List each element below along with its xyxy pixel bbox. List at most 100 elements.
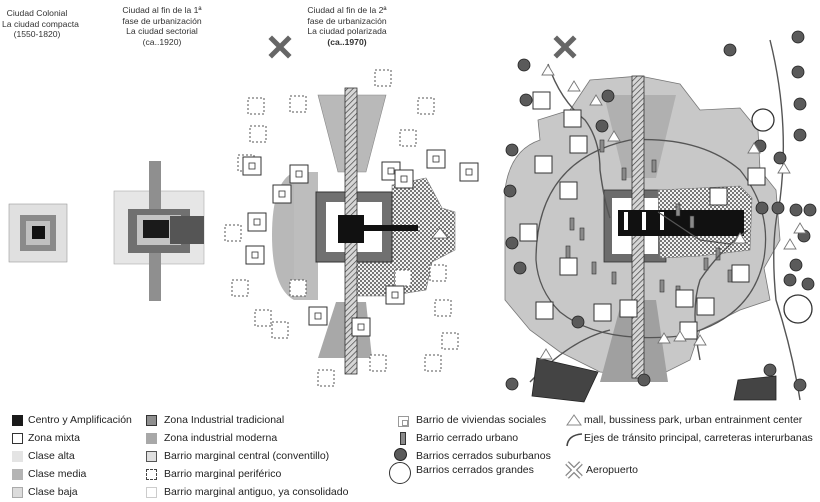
social-housing bbox=[696, 297, 715, 316]
legend-swatch-viviendas bbox=[398, 416, 409, 427]
airport-icon bbox=[553, 35, 577, 59]
caption-colonial-city: Ciudad Colonial La ciudad compacta (1550… bbox=[2, 8, 79, 40]
suburban-gated-community bbox=[763, 363, 777, 377]
social-housing-inner bbox=[251, 251, 259, 259]
mall-triangle bbox=[693, 334, 707, 346]
caption-line: fase de urbanización bbox=[122, 15, 202, 26]
mall-triangle bbox=[793, 222, 807, 234]
gated-urban-block bbox=[569, 217, 575, 231]
gated-urban-block bbox=[651, 159, 657, 173]
mall-triangle bbox=[777, 162, 791, 174]
gated-urban-block bbox=[565, 245, 571, 259]
legend-swatch-cerrado-urbano bbox=[400, 432, 406, 445]
legend-swatch-mall bbox=[566, 414, 582, 426]
mall-triangle bbox=[747, 142, 761, 154]
social-housing bbox=[535, 301, 554, 320]
social-housing bbox=[532, 91, 551, 110]
peripheral-slum bbox=[417, 97, 435, 115]
legend-label: Aeropuerto bbox=[586, 464, 638, 476]
legend-swatch-ejes bbox=[566, 433, 583, 447]
mall-triangle bbox=[657, 332, 671, 344]
legend-label: Clase media bbox=[28, 468, 87, 480]
legend-label: Barrio de viviendas sociales bbox=[416, 414, 547, 426]
suburban-gated-community bbox=[505, 377, 519, 391]
peripheral-slum bbox=[399, 129, 417, 147]
caption-line: La ciudad polarizada bbox=[307, 26, 387, 37]
social-housing bbox=[519, 223, 538, 242]
social-housing-inner bbox=[314, 312, 322, 320]
diagram-polarized-city bbox=[224, 35, 479, 387]
caption-line: La ciudad compacta bbox=[2, 18, 79, 29]
social-housing-inner bbox=[357, 323, 365, 331]
gated-urban-block bbox=[621, 167, 627, 181]
legend-swatch-ind-trad bbox=[146, 415, 157, 426]
legend-label: mall, bussiness park, urban entrainment … bbox=[584, 414, 803, 426]
social-housing bbox=[593, 303, 612, 322]
social-housing bbox=[569, 135, 588, 154]
social-housing-inner bbox=[387, 167, 395, 175]
suburban-gated-community bbox=[801, 277, 815, 291]
diagram-fragmented-city bbox=[503, 30, 817, 403]
gated-urban-block bbox=[659, 279, 665, 293]
caption-line: fase de urbanización bbox=[307, 15, 387, 26]
mall-triangle bbox=[607, 130, 621, 142]
gated-urban-block bbox=[727, 269, 733, 283]
gated-urban-block bbox=[579, 227, 585, 241]
social-housing bbox=[563, 109, 582, 128]
suburban-gated-community bbox=[803, 203, 817, 217]
suburban-gated-community bbox=[773, 151, 787, 165]
suburban-gated-community bbox=[755, 201, 769, 215]
suburban-gated-community bbox=[517, 58, 531, 72]
diagram-colonial-city bbox=[8, 203, 68, 263]
social-housing-inner bbox=[400, 175, 408, 183]
social-housing-inner bbox=[278, 190, 286, 198]
suburban-gated-community bbox=[505, 236, 519, 250]
peripheral-slum bbox=[429, 264, 447, 282]
legend-label: Centro y Amplificación bbox=[28, 414, 132, 426]
legend-label: Barrio marginal periférico bbox=[164, 468, 282, 480]
legend-swatch-cerrados-sub bbox=[394, 448, 407, 461]
peripheral-slum bbox=[441, 332, 459, 350]
suburban-gated-community bbox=[771, 201, 785, 215]
gated-urban-block bbox=[611, 271, 617, 285]
legend-swatch-bm-antiguo bbox=[146, 487, 157, 498]
airport-icon bbox=[565, 461, 583, 479]
legend-label: Barrio marginal antiguo, ya consolidado bbox=[164, 486, 349, 498]
social-housing-inner bbox=[391, 291, 399, 299]
caption-line: Ciudad al fin de la 2ª bbox=[307, 5, 387, 15]
peripheral-slum bbox=[289, 95, 307, 113]
suburban-gated-community bbox=[505, 143, 519, 157]
social-housing bbox=[559, 181, 578, 200]
legend-label: Barrio marginal central (conventillo) bbox=[164, 450, 330, 462]
peripheral-slum bbox=[289, 279, 307, 297]
legend-swatch-baja bbox=[12, 487, 23, 498]
legend-swatch-bm-central bbox=[146, 451, 157, 462]
peripheral-slum bbox=[224, 224, 242, 242]
legend-swatch-alta bbox=[12, 451, 23, 462]
suburban-gated-community bbox=[793, 378, 807, 392]
suburban-gated-community bbox=[503, 184, 517, 198]
legend-label: Barrio cerrado urbano bbox=[416, 432, 519, 444]
suburban-gated-community bbox=[513, 261, 527, 275]
legend-swatch-inner bbox=[401, 419, 408, 426]
caption-line: Ciudad Colonial bbox=[6, 8, 68, 18]
peripheral-slum bbox=[271, 321, 289, 339]
legend-label: Clase baja bbox=[28, 486, 78, 498]
caption-polarized-city: Ciudad al fin de la 2ª fase de urbanizac… bbox=[286, 5, 408, 47]
legend-swatch-mixta bbox=[12, 433, 23, 444]
suburban-gated-community bbox=[637, 373, 651, 387]
social-housing bbox=[619, 299, 638, 318]
peripheral-slum bbox=[249, 125, 267, 143]
suburban-gated-community bbox=[519, 93, 533, 107]
suburban-gated-community bbox=[571, 315, 585, 329]
legend-swatch-centro bbox=[12, 415, 23, 426]
mall-triangle bbox=[589, 94, 603, 106]
suburban-gated-community bbox=[783, 273, 797, 287]
legend-label: Clase alta bbox=[28, 450, 75, 462]
caption-line: Ciudad al fin de la 1ª bbox=[122, 5, 202, 15]
social-housing bbox=[747, 167, 766, 186]
caption-line: (ca..1970) bbox=[327, 36, 367, 47]
social-housing-inner bbox=[248, 162, 256, 170]
suburban-gated-community bbox=[723, 43, 737, 57]
